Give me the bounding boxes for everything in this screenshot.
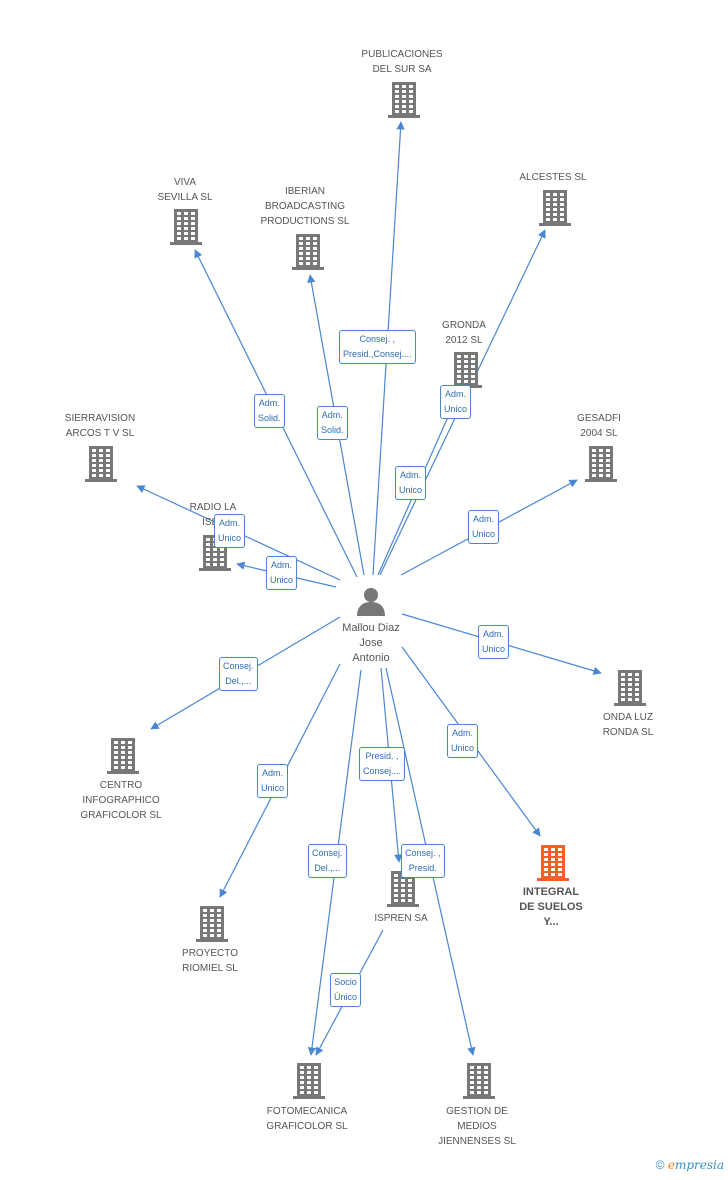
- company-label-gronda[interactable]: GRONDA 2012 SL: [442, 320, 486, 346]
- brand-logo-text: mpresia: [674, 1158, 724, 1172]
- building-icon[interactable]: [585, 446, 617, 487]
- company-label-publicaciones[interactable]: PUBLICACIONES DEL SUR SA: [361, 49, 443, 75]
- copyright-symbol: ©: [655, 1158, 665, 1172]
- edge-label-gesadfi[interactable]: Adm. Unico: [468, 510, 500, 544]
- edge-label-ispren[interactable]: Presid. , Consej....: [359, 747, 406, 781]
- edge-label-alcestes[interactable]: Adm. Unico: [395, 466, 427, 500]
- company-label-gestion[interactable]: GESTION DE MEDIOS JIENNENSES SL: [438, 1106, 516, 1147]
- edge-label-publicaciones[interactable]: Consej. , Presid.,Consej....: [339, 330, 416, 364]
- company-label-fotomecanica[interactable]: FOTOMECANICA GRAFICOLOR SL: [266, 1106, 348, 1132]
- company-label-viva[interactable]: VIVA SEVILLA SL: [157, 177, 213, 203]
- company-label-proyecto[interactable]: PROYECTO RIOMIEL SL: [182, 948, 238, 974]
- building-icon[interactable]: [388, 82, 420, 123]
- edge-label-integral[interactable]: Adm. Unico: [447, 724, 479, 758]
- building-icon[interactable]: [107, 738, 139, 779]
- edge-label-gronda[interactable]: Adm. Unico: [440, 385, 472, 419]
- building-icon[interactable]: [614, 670, 646, 711]
- company-label-sierravision[interactable]: SIERRAVISION ARCOS T V SL: [64, 413, 136, 439]
- building-icon[interactable]: [293, 1063, 325, 1104]
- edge-label-proyecto[interactable]: Adm. Unico: [257, 764, 289, 798]
- company-label-integral[interactable]: INTEGRAL DE SUELOS Y...: [519, 886, 583, 928]
- company-label-radiolaisla[interactable]: RADIO LA ISLA: [189, 502, 237, 528]
- building-icon[interactable]: [292, 234, 324, 275]
- brand-logo-e: e: [667, 1158, 675, 1172]
- edge-label-viva[interactable]: Adm. Solid.: [254, 394, 285, 428]
- company-label-iberian[interactable]: IBERIAN BROADCASTING PRODUCTIONS SL: [260, 186, 350, 227]
- edge-label-gestion[interactable]: Consej. , Presid.: [401, 844, 445, 878]
- building-icon[interactable]: [537, 845, 569, 886]
- building-icon[interactable]: [539, 190, 571, 231]
- edge-label-ispren-foto[interactable]: Socio Único: [330, 973, 362, 1007]
- edge-label-fotomecanica[interactable]: Consej. Del.,...: [308, 844, 347, 878]
- company-label-ondaluz[interactable]: ONDA LUZ RONDA SL: [602, 712, 654, 738]
- company-label-alcestes[interactable]: ALCESTES SL: [519, 172, 587, 183]
- person-icon[interactable]: [356, 586, 386, 621]
- building-icon[interactable]: [170, 209, 202, 250]
- edge-label-centro[interactable]: Consej. Del.,...: [219, 657, 258, 691]
- company-label-gesadfi[interactable]: GESADFI 2004 SL: [577, 413, 621, 439]
- edge-label-sierravision[interactable]: Adm. Unico: [214, 514, 246, 548]
- building-icon[interactable]: [463, 1063, 495, 1104]
- person-name[interactable]: Mallou Diaz Jose Antonio: [342, 622, 400, 664]
- edge-label-ondaluz[interactable]: Adm. Unico: [478, 625, 510, 659]
- footer-brand[interactable]: © empresia: [656, 1158, 724, 1172]
- edge-label-radiolaisla[interactable]: Adm. Unico: [266, 556, 298, 590]
- building-icon[interactable]: [85, 446, 117, 487]
- company-label-centro[interactable]: CENTRO INFOGRAPHICO GRAFICOLOR SL: [80, 780, 162, 821]
- building-icon[interactable]: [196, 906, 228, 947]
- edge-label-iberian[interactable]: Adm. Solid.: [317, 406, 348, 440]
- company-label-ispren[interactable]: ISPREN SA: [374, 913, 428, 924]
